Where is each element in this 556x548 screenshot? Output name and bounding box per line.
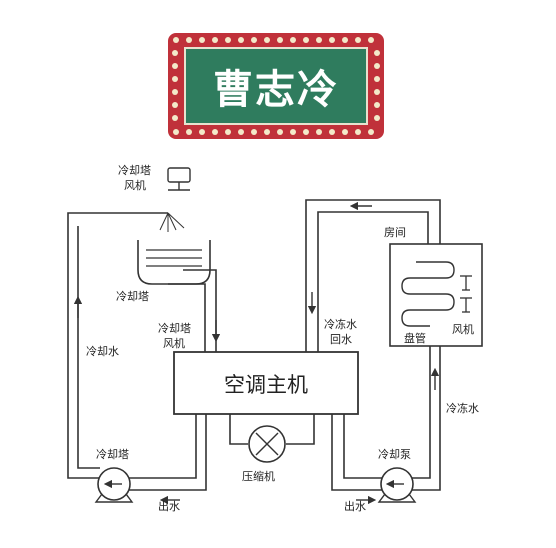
banner-dot xyxy=(374,89,380,95)
banner-dot xyxy=(290,37,296,43)
title-banner-panel: 曹志冷 xyxy=(184,47,368,125)
banner-title: 曹志冷 xyxy=(213,67,339,113)
tower-fan-icon xyxy=(167,167,191,191)
left-outlet-pipe-inner xyxy=(128,414,207,491)
banner-dot xyxy=(303,129,309,135)
label-room: 房间 xyxy=(384,226,406,239)
title-banner: 曹志冷 xyxy=(168,33,384,139)
banner-dot xyxy=(368,37,374,43)
label-chilled-return-1: 冷冻水 xyxy=(324,317,357,331)
label-tower-fan-mid-2: 风机 xyxy=(163,336,185,350)
banner-dot xyxy=(329,37,335,43)
banner-dot xyxy=(251,129,257,135)
main-unit-box xyxy=(173,351,359,415)
banner-dot xyxy=(173,37,179,43)
banner-dot xyxy=(355,37,361,43)
cooling-supply-pipe xyxy=(67,212,168,479)
left-outlet-pipe xyxy=(128,414,197,479)
label-tower-fan-mid-1: 冷却塔 xyxy=(158,322,191,335)
label-chilled-return-2: 回水 xyxy=(330,333,352,346)
chilled-return-pipe-inner xyxy=(317,211,429,352)
compressor-pipe-right xyxy=(286,414,315,445)
banner-dot xyxy=(238,129,244,135)
right-outlet-pipe xyxy=(343,414,382,479)
right-pump-icon xyxy=(377,467,417,503)
banner-dot xyxy=(186,129,192,135)
banner-dot xyxy=(316,37,322,43)
tower-to-unit-pipe-inner xyxy=(183,269,217,352)
label-outlet-right: 出水 xyxy=(344,499,366,513)
label-chilled-water: 冷冻水 xyxy=(446,401,479,415)
banner-dot xyxy=(355,129,361,135)
banner-dot xyxy=(374,102,380,108)
banner-dot xyxy=(374,50,380,56)
compressor-icon xyxy=(248,425,286,463)
room-box xyxy=(389,243,483,347)
banner-dot xyxy=(290,129,296,135)
label-compressor: 压缩机 xyxy=(242,469,275,483)
coil-icon xyxy=(401,261,455,327)
right-outlet-pipe-inner xyxy=(331,414,382,491)
spray-icon xyxy=(159,212,185,232)
label-pump-right: 冷却泵 xyxy=(378,448,411,461)
label-outlet-left: 出水 xyxy=(158,499,180,513)
banner-dot xyxy=(303,37,309,43)
banner-dot xyxy=(329,129,335,135)
compressor-pipe-left xyxy=(229,414,248,445)
label-tower: 冷却塔 xyxy=(116,290,149,303)
banner-dot xyxy=(172,89,178,95)
chilled-supply-pipe-outer xyxy=(412,346,441,491)
label-cooling-water: 冷却水 xyxy=(86,345,119,358)
banner-dot xyxy=(172,76,178,82)
banner-dot xyxy=(316,129,322,135)
label-tower-fan-top-2: 风机 xyxy=(124,178,146,192)
banner-dot xyxy=(374,76,380,82)
banner-dot xyxy=(342,129,348,135)
label-tower-fan-top-1: 冷却塔 xyxy=(118,164,151,177)
banner-dot xyxy=(277,129,283,135)
banner-dot xyxy=(172,50,178,56)
left-pump-icon xyxy=(94,467,134,503)
banner-dot xyxy=(251,37,257,43)
room-fan-icon xyxy=(460,275,472,313)
banner-dot xyxy=(225,129,231,135)
banner-dot xyxy=(277,37,283,43)
label-pump-left: 冷却塔 xyxy=(96,448,129,461)
banner-dot xyxy=(186,37,192,43)
chilled-return-pipe xyxy=(305,199,441,352)
banner-dot xyxy=(374,63,380,69)
banner-dot xyxy=(264,37,270,43)
banner-dot xyxy=(199,37,205,43)
banner-dot xyxy=(172,63,178,69)
chilled-supply-pipe xyxy=(412,346,431,479)
label-fan: 风机 xyxy=(452,322,474,336)
banner-dot xyxy=(238,37,244,43)
banner-dot xyxy=(374,115,380,121)
banner-dot xyxy=(225,37,231,43)
banner-dot xyxy=(264,129,270,135)
banner-dot xyxy=(173,129,179,135)
banner-dot xyxy=(342,37,348,43)
cooling-tower-basin xyxy=(137,240,211,285)
banner-dot xyxy=(212,129,218,135)
label-main-unit: 空调主机 xyxy=(224,373,308,397)
banner-dot xyxy=(368,129,374,135)
banner-dot xyxy=(172,102,178,108)
banner-dot xyxy=(172,115,178,121)
flow-arrows xyxy=(73,201,440,505)
banner-dot xyxy=(212,37,218,43)
banner-dot xyxy=(199,129,205,135)
label-coil: 盘管 xyxy=(404,331,426,345)
